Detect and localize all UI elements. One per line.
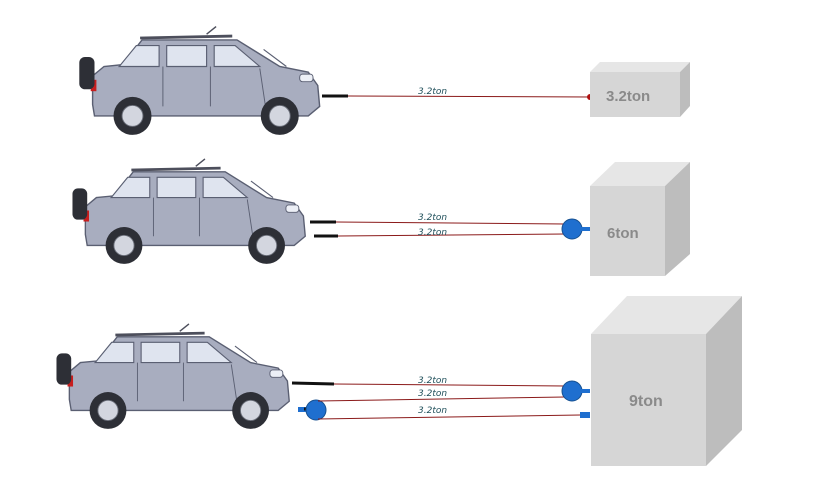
rope-label: 3.2ton	[418, 376, 447, 386]
rope	[347, 95, 591, 98]
pulley-icon	[305, 399, 327, 421]
box-label: 3.2ton	[606, 88, 650, 105]
rope-label: 3.2ton	[418, 228, 447, 238]
rope	[317, 396, 566, 402]
rope	[333, 383, 566, 387]
anchor-hook	[580, 412, 590, 418]
rope	[337, 233, 566, 237]
car-2	[71, 157, 307, 266]
rope-label: 3.2ton	[418, 389, 447, 399]
rope-label: 3.2ton	[418, 213, 447, 223]
row-1: 3.2ton 3.2ton	[77, 25, 690, 137]
rope	[317, 414, 581, 420]
car-1	[77, 25, 322, 137]
rope-label: 3.2ton	[418, 87, 447, 97]
box-label: 9ton	[629, 393, 663, 410]
pulley-icon	[561, 218, 583, 240]
pulley-icon	[561, 380, 583, 402]
weight-box-1	[590, 62, 690, 117]
weight-box-2	[590, 162, 690, 276]
tow-hook	[291, 381, 335, 386]
pulley-hook	[580, 227, 590, 231]
box-label: 6ton	[607, 225, 639, 242]
rope-label: 3.2ton	[418, 406, 447, 416]
rope	[335, 221, 566, 225]
pulley-hook	[580, 389, 590, 393]
row-3: 3.2ton 3.2ton 3.2ton 9ton	[55, 296, 742, 466]
pulley-hook	[298, 407, 306, 412]
car-3	[55, 322, 291, 431]
row-2: 3.2ton 3.2ton 6ton	[71, 157, 690, 276]
weight-box-3	[591, 296, 742, 466]
